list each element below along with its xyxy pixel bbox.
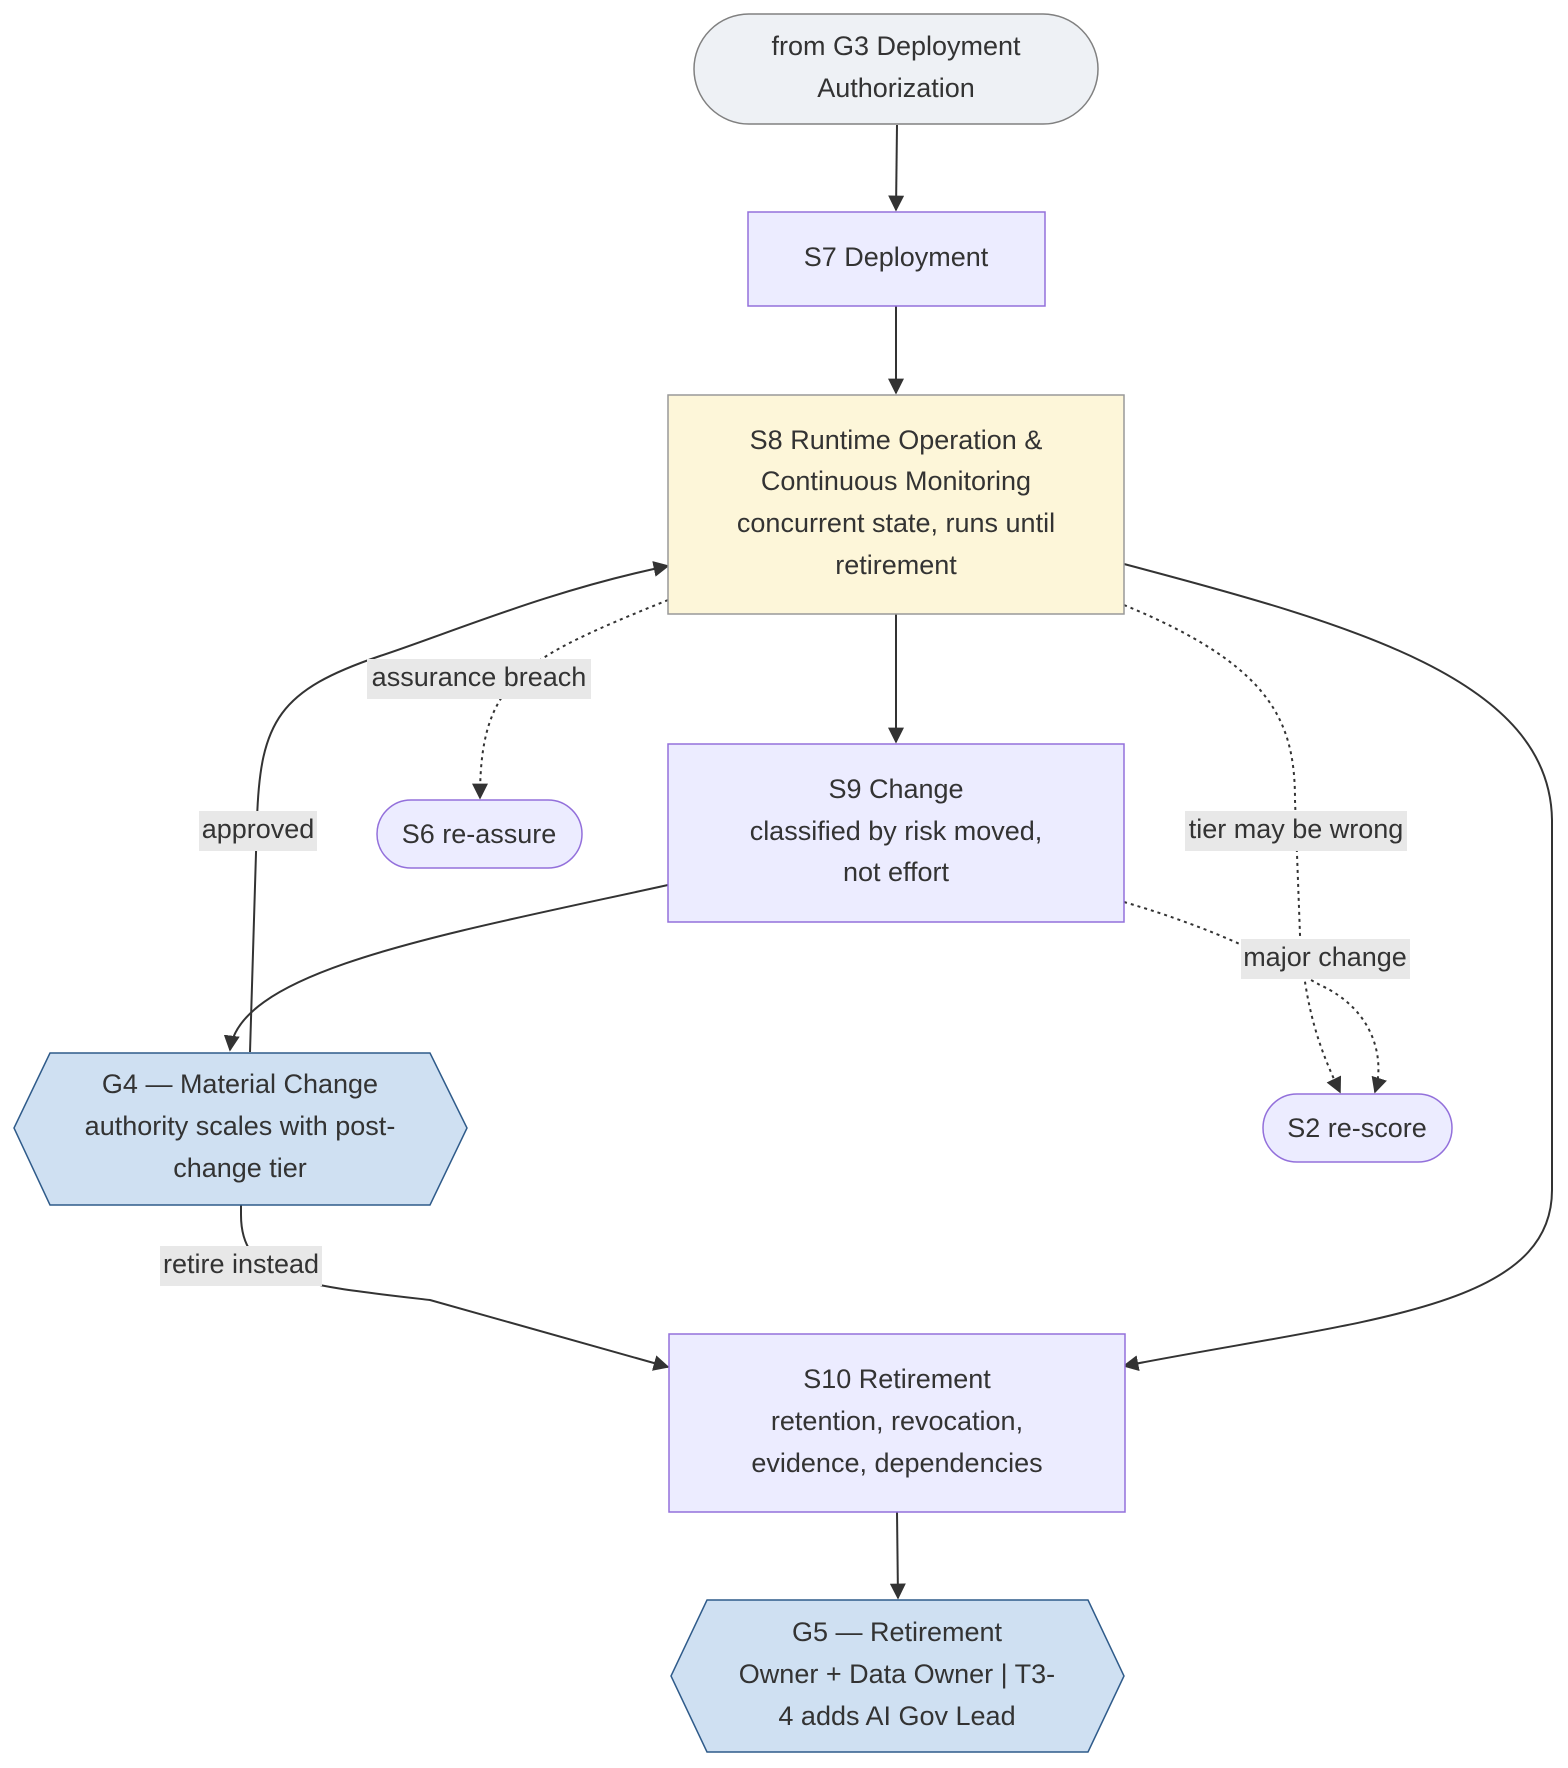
- node-s10-retirement[interactable]: S10 Retirement retention, revocation, ev…: [668, 1333, 1126, 1513]
- node-s8-line-1: S8 Runtime Operation &: [750, 425, 1043, 455]
- edge-g4-to-s8: [249, 561, 670, 1053]
- node-g5-line-1: G5 — Retirement: [792, 1617, 1003, 1647]
- edge-s10-to-g5: [889, 1511, 906, 1600]
- node-s10-line-3: evidence, dependencies: [751, 1448, 1042, 1478]
- node-g3-line-2: Authorization: [817, 73, 975, 103]
- edge-s9-to-g4: [223, 884, 669, 1052]
- edge-s8-to-s2-tier: [1123, 604, 1342, 1094]
- edge-label-assurance-breach-text: assurance breach: [372, 662, 587, 692]
- node-s8-line-4: retirement: [835, 550, 957, 580]
- node-g3-deployment-authorization[interactable]: from G3 Deployment Authorization: [693, 13, 1099, 125]
- edge-label-approved-text: approved: [202, 814, 315, 844]
- node-g5-retirement[interactable]: G5 — Retirement Owner + Data Owner | T3-…: [670, 1599, 1125, 1753]
- node-s2-re-score[interactable]: S2 re-score: [1262, 1093, 1453, 1163]
- edge-s8-to-s10: [1122, 563, 1553, 1372]
- node-s7-deployment[interactable]: S7 Deployment: [747, 211, 1046, 307]
- edge-label-assurance-breach: assurance breach: [367, 659, 591, 699]
- edge-label-major-change-text: major change: [1243, 942, 1407, 972]
- node-g4-material-change[interactable]: G4 — Material Change authority scales wi…: [13, 1052, 468, 1206]
- node-s9-line-3: not effort: [843, 857, 950, 887]
- node-g4-line-3: change tier: [173, 1153, 307, 1183]
- node-s9-line-2: classified by risk moved,: [750, 816, 1043, 846]
- edge-label-tier-may-be-wrong: tier may be wrong: [1185, 811, 1407, 851]
- node-g4-line-2: authority scales with post-: [85, 1111, 396, 1141]
- node-s8-runtime-operation[interactable]: S8 Runtime Operation & Continuous Monito…: [667, 394, 1125, 615]
- node-g4-line-1: G4 — Material Change: [102, 1069, 378, 1099]
- node-s9-change[interactable]: S9 Change classified by risk moved, not …: [667, 743, 1125, 923]
- nodes: from G3 Deployment Authorization S7 Depl…: [13, 13, 1453, 1753]
- node-s9-line-1: S9 Change: [828, 774, 963, 804]
- node-s2-line-1: S2 re-score: [1287, 1113, 1427, 1143]
- edge-label-approved: approved: [199, 811, 317, 851]
- node-g5-line-2: Owner + Data Owner | T3-: [739, 1659, 1055, 1689]
- edge-label-retire-instead: retire instead: [160, 1246, 322, 1286]
- node-s7-line-1: S7 Deployment: [804, 242, 989, 272]
- node-s6-re-assure[interactable]: S6 re-assure: [376, 799, 583, 869]
- node-s8-line-3: concurrent state, runs until: [737, 508, 1055, 538]
- node-g5-line-3: 4 adds AI Gov Lead: [778, 1701, 1015, 1731]
- edge-s9-to-s2-major: [1123, 901, 1387, 1094]
- edge-label-tier-may-be-wrong-text: tier may be wrong: [1189, 814, 1404, 844]
- node-s6-line-1: S6 re-assure: [402, 819, 557, 849]
- node-s8-line-2: Continuous Monitoring: [761, 466, 1031, 496]
- node-s10-line-2: retention, revocation,: [771, 1406, 1023, 1436]
- edge-label-major-change: major change: [1241, 939, 1410, 979]
- node-g3-line-1: from G3 Deployment: [771, 31, 1021, 61]
- node-s10-line-1: S10 Retirement: [803, 1364, 991, 1394]
- edge-label-retire-instead-text: retire instead: [163, 1249, 319, 1279]
- edge-labels: assurance breach approved tier may be wr…: [160, 659, 1410, 1286]
- edge-g3-to-s7: [888, 124, 905, 212]
